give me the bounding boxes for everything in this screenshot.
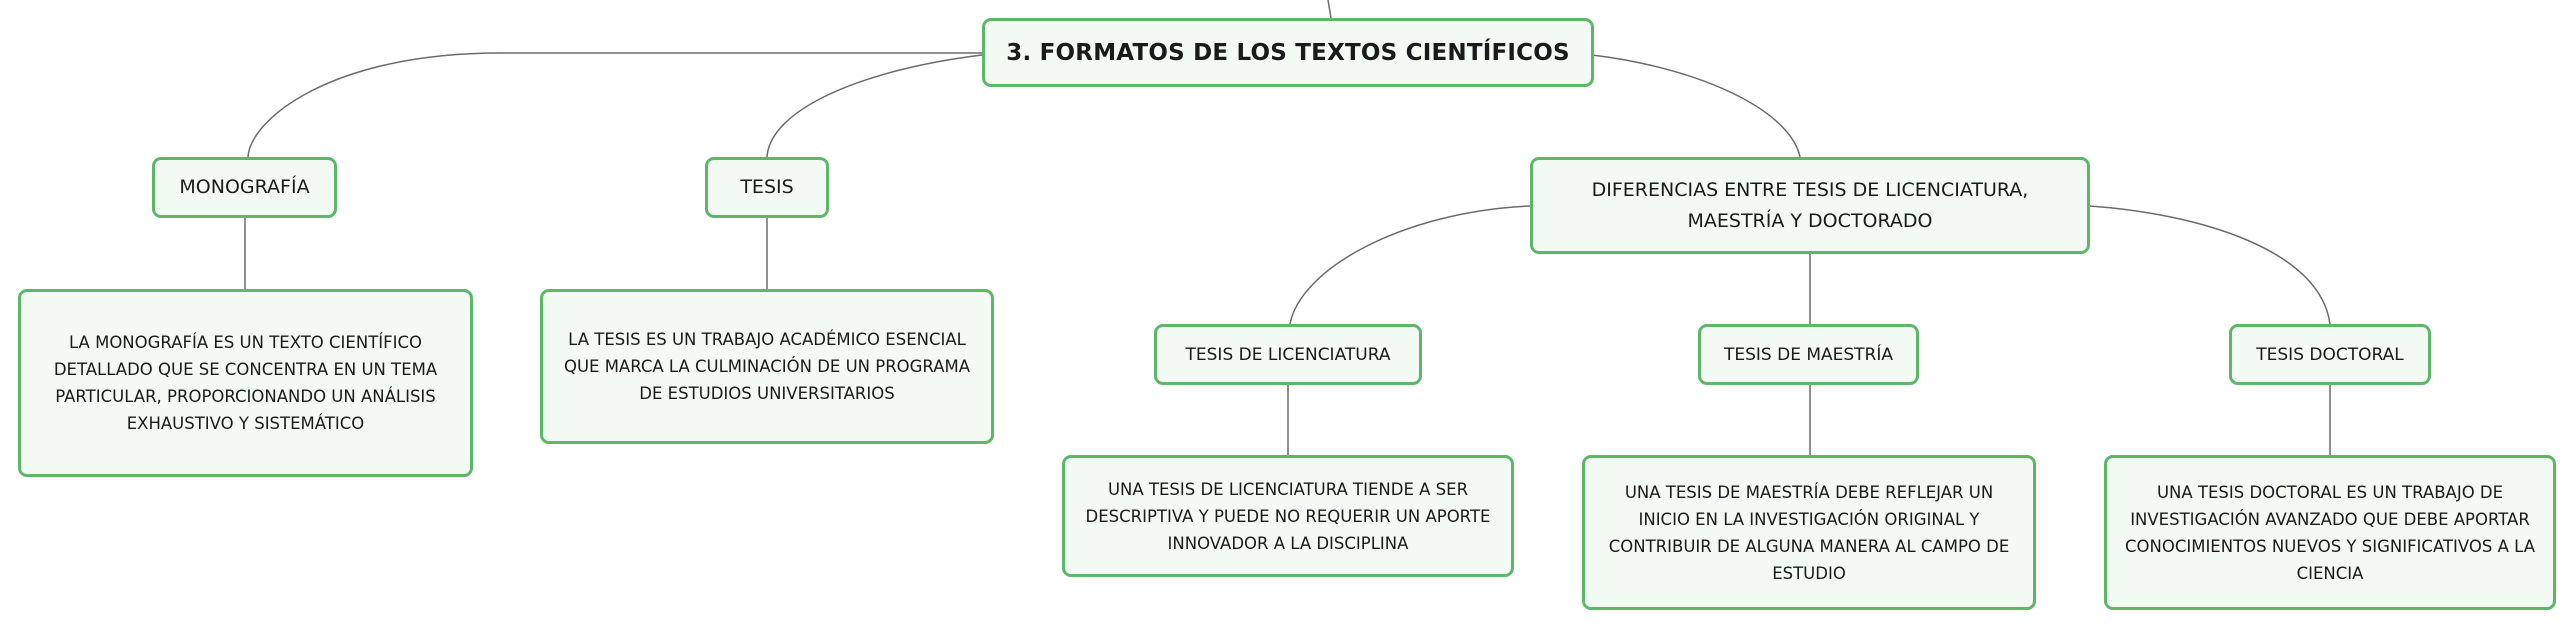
topic-tesis-maestria[interactable]: TESIS DE MAESTRÍA: [1698, 324, 1919, 385]
topic-tesis-description[interactable]: LA TESIS ES UN TRABAJO ACADÉMICO ESENCIA…: [540, 289, 994, 444]
connector-root-monografia: [247, 52, 982, 158]
connector-diferencias-doctoral: [2089, 205, 2331, 325]
topic-monografia[interactable]: MONOGRAFÍA: [152, 157, 337, 218]
connector-root-tesis: [766, 54, 983, 158]
maestria-description-text: UNA TESIS DE MAESTRÍA DEBE REFLEJAR UN I…: [1608, 482, 2010, 583]
connector-root-diferencias: [1591, 54, 1801, 158]
topic-licenciatura-description[interactable]: UNA TESIS DE LICENCIATURA TIENDE A SER D…: [1062, 455, 1514, 577]
root-topic[interactable]: 3. FORMATOS DE LOS TEXTOS CIENTÍFICOS: [982, 18, 1594, 87]
tesis-description-text: LA TESIS ES UN TRABAJO ACADÉMICO ESENCIA…: [563, 330, 971, 403]
topic-tesis-maestria-label: TESIS DE MAESTRÍA: [1723, 344, 1894, 365]
topic-tesis-doctoral-label: TESIS DOCTORAL: [2256, 344, 2404, 365]
doctoral-description-text: UNA TESIS DOCTORAL ES UN TRABAJO DE INVE…: [2124, 482, 2535, 583]
monografia-description-text: LA MONOGRAFÍA ES UN TEXTO CIENTÍFICO DET…: [53, 333, 438, 433]
connector-diferencias-licenciatura: [1289, 205, 1531, 325]
topic-monografia-description[interactable]: LA MONOGRAFÍA ES UN TEXTO CIENTÍFICO DET…: [18, 289, 473, 477]
topic-doctoral-description[interactable]: UNA TESIS DOCTORAL ES UN TRABAJO DE INVE…: [2104, 455, 2556, 610]
topic-diferencias-label: DIFERENCIAS ENTRE TESIS DE LICENCIATURA,…: [1591, 178, 2029, 232]
topic-monografia-label: MONOGRAFÍA: [179, 176, 310, 198]
topic-diferencias[interactable]: DIFERENCIAS ENTRE TESIS DE LICENCIATURA,…: [1530, 157, 2090, 254]
root-topic-label: 3. FORMATOS DE LOS TEXTOS CIENTÍFICOS: [1006, 39, 1570, 66]
topic-tesis-licenciatura-label: TESIS DE LICENCIATURA: [1185, 344, 1391, 365]
connector-parent-root: [1327, 0, 1332, 19]
topic-tesis-label: TESIS: [740, 176, 794, 198]
licenciatura-description-text: UNA TESIS DE LICENCIATURA TIENDE A SER D…: [1085, 479, 1491, 553]
topic-tesis-doctoral[interactable]: TESIS DOCTORAL: [2229, 324, 2431, 385]
topic-tesis[interactable]: TESIS: [705, 157, 829, 218]
topic-tesis-licenciatura[interactable]: TESIS DE LICENCIATURA: [1154, 324, 1422, 385]
topic-maestria-description[interactable]: UNA TESIS DE MAESTRÍA DEBE REFLEJAR UN I…: [1582, 455, 2036, 610]
